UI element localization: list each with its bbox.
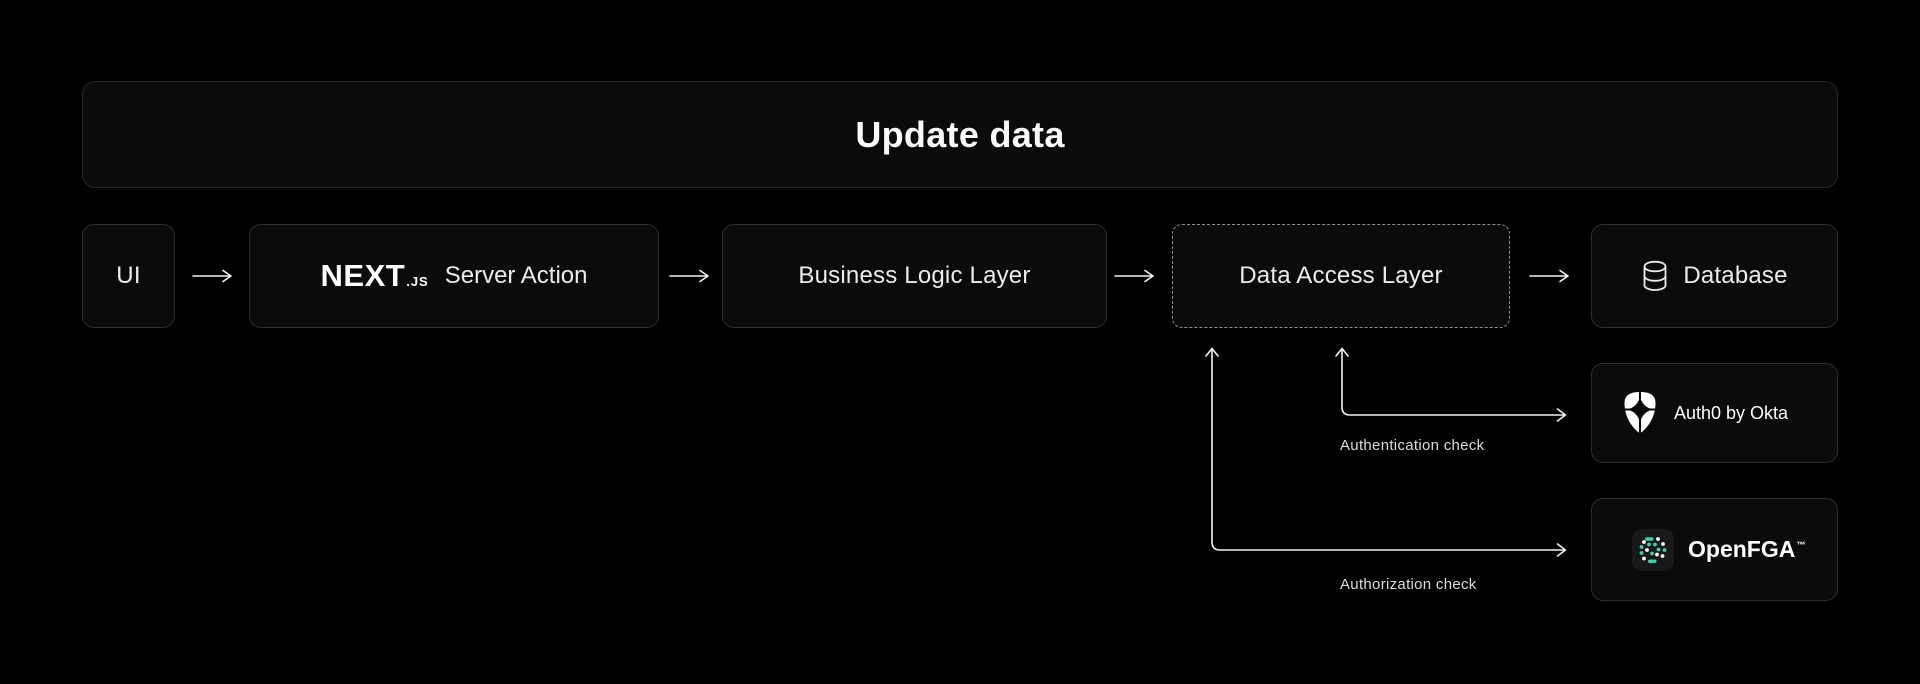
database-label: Database bbox=[1683, 262, 1788, 289]
arrow-ui-to-server-action-icon bbox=[192, 269, 232, 283]
node-business-logic-layer: Business Logic Layer bbox=[722, 224, 1107, 328]
auth0-shield-icon bbox=[1620, 391, 1660, 435]
auth-connectors bbox=[1205, 347, 1567, 557]
authentication-connector-arrow bbox=[1335, 347, 1567, 422]
arrow-business-logic-to-data-access-icon bbox=[1114, 269, 1154, 283]
node-auth0: Auth0 by Okta bbox=[1591, 363, 1838, 463]
business-logic-label: Business Logic Layer bbox=[798, 262, 1031, 289]
authorization-connector-arrow bbox=[1205, 347, 1567, 557]
arrow-server-action-to-business-logic-icon bbox=[669, 269, 709, 283]
authentication-check-label: Authentication check bbox=[1340, 437, 1485, 454]
nextjs-logo: NEXT .JS bbox=[321, 258, 429, 294]
node-ui-label: UI bbox=[116, 262, 141, 289]
node-openfga: OpenFGA™ bbox=[1591, 498, 1838, 601]
node-data-access-layer: Data Access Layer bbox=[1172, 224, 1510, 328]
arrow-data-access-to-database-icon bbox=[1529, 269, 1569, 283]
openfga-logo-icon bbox=[1632, 528, 1674, 571]
authorization-check-label: Authorization check bbox=[1340, 576, 1477, 593]
openfga-trademark: ™ bbox=[1796, 540, 1806, 551]
node-nextjs-server-action: NEXT .JS Server Action bbox=[249, 224, 659, 328]
node-ui: UI bbox=[82, 224, 175, 328]
database-icon bbox=[1641, 260, 1669, 292]
node-database: Database bbox=[1591, 224, 1838, 328]
server-action-label: Server Action bbox=[444, 262, 588, 289]
page-title: Update data bbox=[855, 113, 1065, 155]
diagram-title-box: Update data bbox=[82, 81, 1838, 188]
data-access-label: Data Access Layer bbox=[1239, 262, 1443, 289]
auth0-label: Auth0 by Okta bbox=[1674, 402, 1789, 423]
openfga-label: OpenFGA™ bbox=[1688, 536, 1806, 562]
nextjs-wordmark: NEXT bbox=[320, 258, 406, 293]
nextjs-suffix: .JS bbox=[406, 274, 429, 289]
